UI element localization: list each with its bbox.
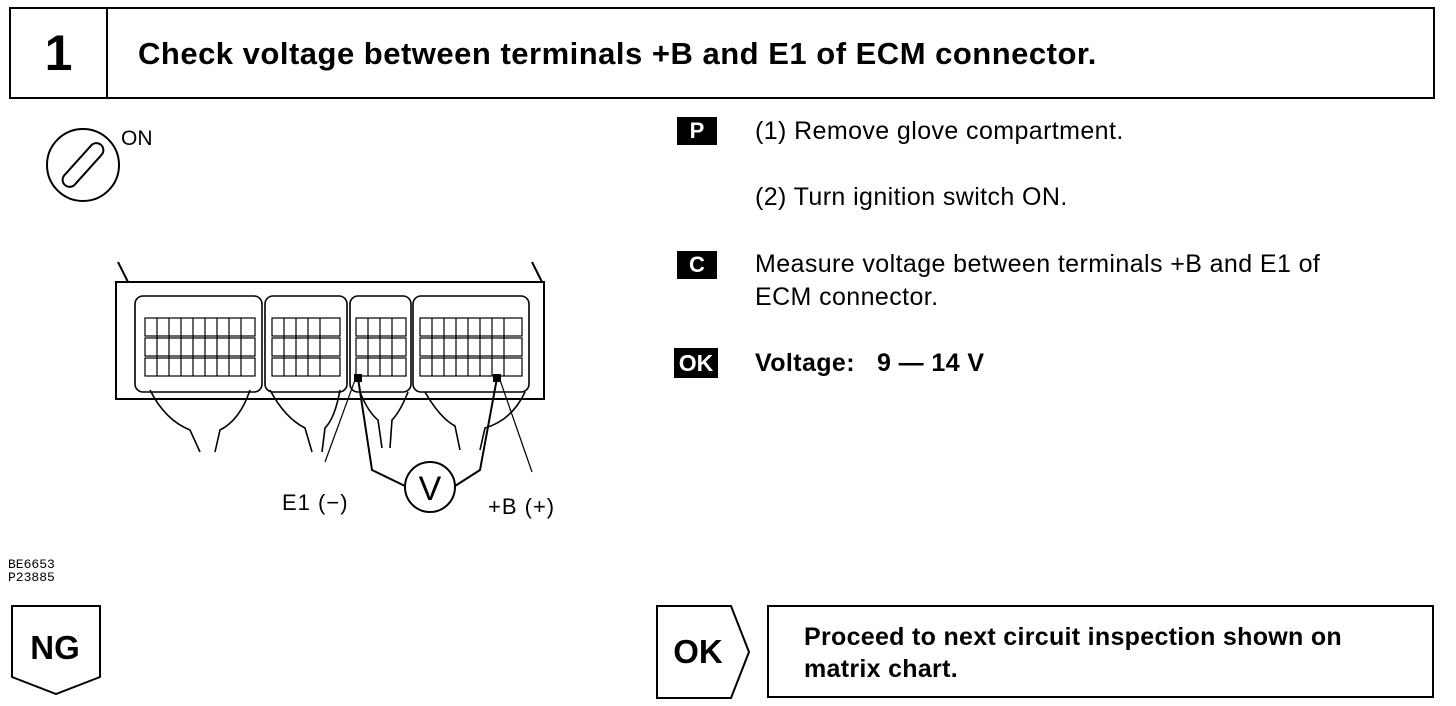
step-title: Check voltage between terminals +B and E… bbox=[138, 36, 1097, 71]
step-number: 1 bbox=[11, 9, 108, 97]
ok-badge: OK bbox=[674, 348, 718, 378]
voltage-spec: Voltage: 9 — 14 V bbox=[755, 349, 985, 377]
check-step-line2: ECM connector. bbox=[755, 283, 939, 311]
ignition-switch-icon bbox=[46, 128, 120, 202]
ok-result-tag: OK bbox=[656, 605, 750, 699]
step-header: 1 Check voltage between terminals +B and… bbox=[9, 7, 1435, 99]
figure-codes: BE6653 P23885 bbox=[8, 558, 55, 584]
check-step-line1: Measure voltage between terminals +B and… bbox=[755, 250, 1321, 278]
voltmeter-probe-leads bbox=[324, 377, 533, 487]
voltmeter-symbol: V bbox=[419, 470, 442, 508]
ok-action-line1: Proceed to next circuit inspection shown… bbox=[804, 623, 1342, 651]
wire-harnesses bbox=[149, 389, 526, 453]
prep-badge: P bbox=[677, 117, 717, 145]
ok-action-box: Proceed to next circuit inspection shown… bbox=[767, 605, 1434, 698]
ok-action-line2: matrix chart. bbox=[804, 655, 958, 683]
ng-label: NG bbox=[30, 629, 80, 666]
b-terminal-label: +B (+) bbox=[488, 494, 555, 519]
ok-label: OK bbox=[673, 633, 723, 670]
e1-terminal-label: E1 (−) bbox=[282, 490, 349, 515]
ecm-connector-diagram: ON bbox=[46, 127, 555, 519]
ng-result-tag: NG bbox=[11, 605, 101, 695]
prep-step-1: (1) Remove glove compartment. bbox=[755, 117, 1124, 145]
ecm-housing bbox=[115, 261, 545, 400]
figure-code: BE6653 bbox=[8, 557, 55, 572]
ok-action-text: Proceed to next circuit inspection shown… bbox=[804, 621, 1342, 685]
check-badge: C bbox=[677, 251, 717, 279]
voltmeter-icon bbox=[404, 461, 456, 513]
figure-code: P23885 bbox=[8, 570, 55, 585]
ignition-on-label: ON bbox=[121, 127, 153, 150]
prep-step-2: (2) Turn ignition switch ON. bbox=[755, 183, 1068, 211]
ecm-connector-blocks bbox=[134, 295, 530, 393]
